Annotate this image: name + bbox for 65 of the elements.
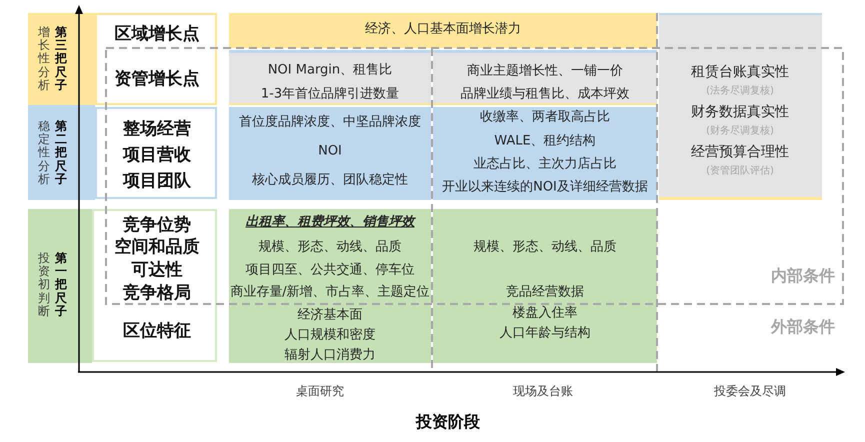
indicator-text: WALE、租约结构: [494, 134, 596, 150]
dimension-label: 项目团队: [123, 172, 191, 192]
indicator-text: NOI: [318, 144, 342, 160]
indicator-text: 规模、形态、动线、品质: [474, 240, 616, 256]
note-text: (法务尽调复核): [706, 85, 774, 97]
indicator-cell: [433, 209, 657, 363]
stage-label: 桌面研究: [296, 385, 344, 399]
indicator-cell: [229, 50, 431, 105]
indicator-text: 收缴率、两者取高占比: [480, 110, 610, 126]
stage-label: 现场及台账: [513, 385, 573, 399]
note-text: (资管团队评估): [706, 165, 774, 177]
indicator-cell: [433, 107, 657, 200]
indicator-cell: [433, 50, 657, 105]
indicator-text: 业态占比、主次力店占比: [474, 158, 616, 172]
indicator-cell: [229, 209, 431, 363]
category-cell: [28, 105, 95, 200]
indicator-text: 人口规模和密度: [284, 328, 376, 344]
indicator-band: [229, 13, 657, 48]
indicator-text: 经济基本面: [298, 308, 362, 324]
region-label: 外部条件: [771, 318, 835, 336]
note-text: (财务尽调复核): [706, 125, 774, 137]
axis-title: 投资阶段: [416, 412, 480, 432]
dimension-label: 项目营收: [123, 146, 191, 166]
dimension-label: 整场经营: [123, 120, 191, 140]
region-label: 内部条件: [771, 266, 835, 286]
dimension-label: 区域增长点: [114, 25, 200, 45]
indicator-text: 辐射人口消费力: [284, 348, 376, 364]
row-heading: 第二把尺子: [55, 120, 67, 186]
row-subheading: 增长性分析: [38, 26, 50, 92]
indicator-text: 1-3年首位品牌引进数量: [260, 88, 400, 102]
indicator-text: NOI Margin、租售比: [268, 64, 392, 78]
indicator-cell: [659, 13, 822, 200]
dimension-label: 区位特征: [123, 322, 191, 342]
indicator-text: 经营预算合理性: [691, 144, 789, 160]
dimension-label: 竞争位势: [123, 216, 191, 236]
indicator-text: 规模、形态、动线、品质: [258, 240, 402, 256]
indicator-text: 开业以来连续的NOI及详细经营数据: [442, 180, 648, 196]
indicator-text: 竞品经营数据: [506, 286, 584, 300]
category-cell: [28, 13, 95, 105]
row-subheading: 投资初判断: [38, 252, 50, 318]
indicator-text: 商业主题增长性、一铺一价: [467, 64, 623, 80]
indicator-text: 品牌业绩与租售比、成本坪效: [460, 88, 630, 102]
dimension-label: 资管增长点: [114, 70, 200, 90]
dimension-box: [95, 13, 217, 105]
dimension-label: 竞争格局: [123, 284, 191, 304]
indicator-text: 租赁台账真实性: [691, 64, 789, 80]
dimension-label: 可达性: [132, 261, 182, 281]
row-heading: 第三把尺子: [55, 26, 67, 92]
stage-label: 投委会及尽调: [714, 385, 786, 399]
indicator-text: 出租率、租费坪效、销售坪效: [246, 216, 414, 230]
indicator-text: 项目四至、公共交通、停车位: [246, 264, 414, 278]
dimension-box: [95, 107, 217, 199]
indicator-text: 经济、人口基本面增长潜力: [365, 22, 521, 38]
indicator-text: 楼盘入住率: [512, 306, 578, 322]
indicator-text: 商业存量/新增、市占率、主题定位: [230, 286, 430, 300]
indicator-cell: [229, 107, 431, 200]
category-cell: [28, 209, 92, 363]
indicator-text: 人口年龄与结构: [500, 326, 590, 342]
dimension-box: [92, 209, 217, 362]
indicator-text: 核心成员履历、团队稳定性: [252, 174, 408, 188]
row-heading: 第一把尺子: [55, 252, 67, 318]
indicator-text: 财务数据真实性: [691, 104, 789, 120]
indicator-text: 首位度品牌浓度、中坚品牌浓度: [239, 116, 421, 130]
dimension-label: 空间和品质: [114, 238, 200, 258]
row-subheading: 稳定性分析: [38, 120, 50, 186]
